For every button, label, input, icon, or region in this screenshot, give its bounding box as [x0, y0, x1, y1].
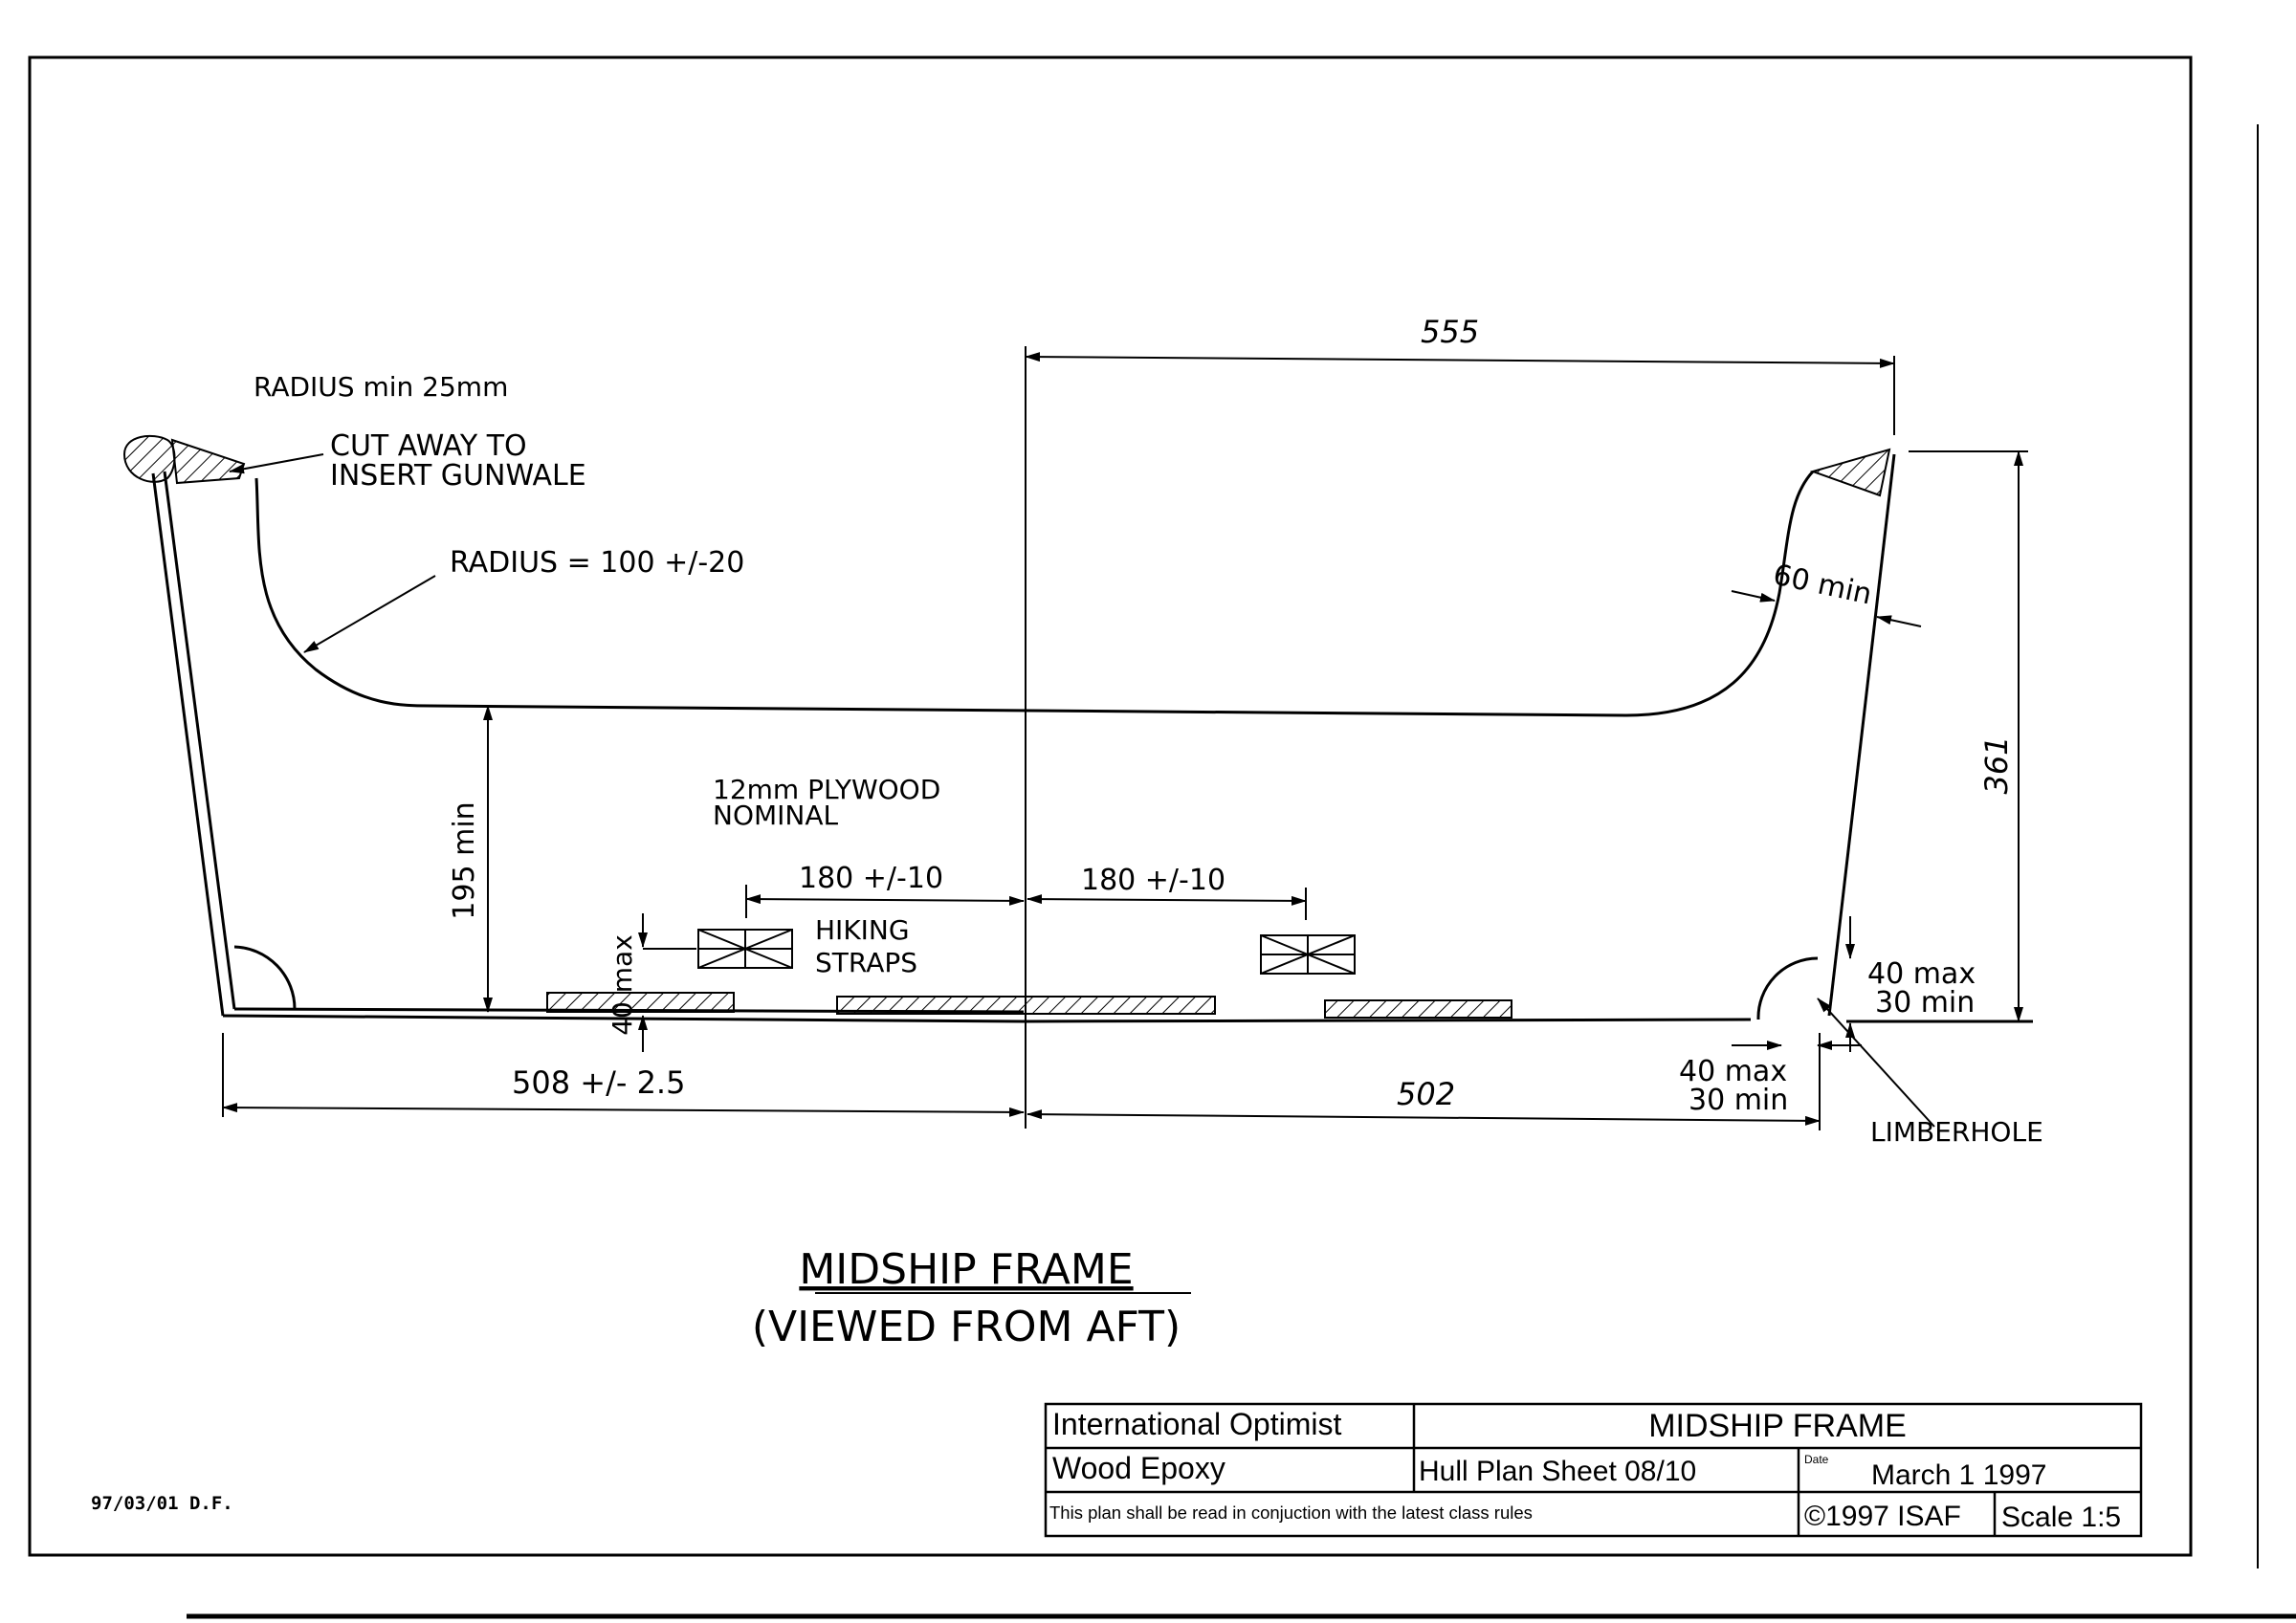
cut-away-label-2: INSERT GUNWALE [330, 459, 586, 493]
plywood-label-1: 12mm PLYWOOD [713, 774, 940, 805]
drafter-stamp: 97/03/01 D.F. [91, 1493, 233, 1514]
limberhole-label: LIMBERHOLE [1870, 1116, 2043, 1148]
hiking-strap-right [1260, 934, 1356, 975]
dimension-lines [222, 346, 2028, 1130]
dim-limber-v-max: 40 max [1867, 957, 1976, 991]
tb-scale: Scale 1:5 [2001, 1502, 2121, 1533]
frame-outline [151, 453, 2033, 1023]
dim-40-max-strap: 40 max [607, 934, 638, 1036]
dim-361: 361 [1978, 735, 2015, 794]
title-block [1044, 1402, 2143, 1538]
dim-180-right: 180 +/-10 [1081, 864, 1225, 897]
drawing-title: MIDSHIP FRAME [799, 1245, 1133, 1294]
dim-limber-v-min: 30 min [1875, 986, 1975, 1020]
dim-60-min: 60 min [1770, 559, 1874, 612]
tb-class-name: International Optimist [1052, 1407, 1341, 1441]
hiking-label-2: STRAPS [815, 947, 917, 978]
dim-180-left: 180 +/-10 [799, 862, 943, 895]
tb-date-value: March 1 1997 [1871, 1459, 2046, 1491]
radius-main-label: RADIUS = 100 +/-20 [450, 546, 744, 580]
plywood-label-2: NOMINAL [713, 800, 839, 831]
radius-min-label: RADIUS min 25mm [254, 371, 508, 403]
tb-sheet-ref: Hull Plan Sheet 08/10 [1419, 1456, 1696, 1487]
hiking-label-1: HIKING [815, 914, 910, 946]
floor-stiffeners [546, 992, 1512, 1019]
leader-limberhole [1817, 998, 1935, 1128]
tb-material: Wood Epoxy [1052, 1451, 1225, 1485]
dim-limber-h-max: 40 max [1679, 1055, 1787, 1088]
dim-502: 502 [1397, 1076, 1455, 1112]
sheet-border [28, 55, 2193, 1557]
leader-radius-main [303, 575, 436, 653]
drawing-subtitle: (VIEWED FROM AFT) [752, 1303, 1181, 1351]
dim-195-min: 195 min [448, 801, 481, 919]
stiffener-right [1324, 999, 1512, 1019]
tb-date-label: Date [1804, 1453, 1829, 1466]
leader-cut-away [229, 453, 324, 474]
stiffener-left [546, 992, 735, 1013]
dim-555: 555 [1421, 314, 1479, 350]
cut-away-label-1: CUT AWAY TO [330, 429, 527, 463]
leader-lines [229, 453, 1935, 1128]
dim-limber-h-min: 30 min [1689, 1084, 1788, 1117]
hiking-strap-left [697, 929, 793, 969]
left-gunwale [122, 434, 246, 485]
tb-sheet-title: MIDSHIP FRAME [1648, 1408, 1907, 1444]
right-gunwale [1809, 448, 1891, 497]
dim-508: 508 +/- 2.5 [512, 1064, 685, 1101]
tb-copyright: ©1997 ISAF [1804, 1501, 1961, 1532]
tb-note: This plan shall be read in conjuction wi… [1049, 1502, 1533, 1523]
